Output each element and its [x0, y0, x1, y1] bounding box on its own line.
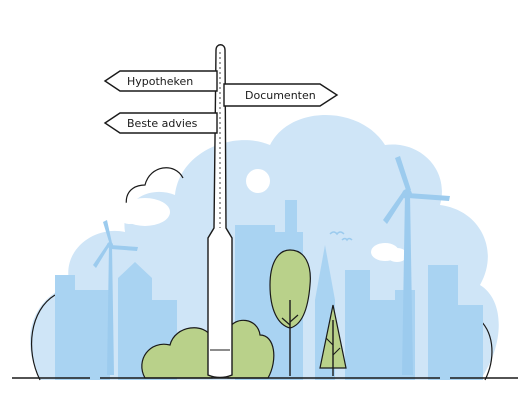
signpost-pole	[207, 44, 233, 379]
sign-documenten-label: Documenten	[245, 89, 316, 102]
sun	[246, 169, 270, 193]
bush-right	[227, 319, 275, 379]
sign-hypotheken-label: Hypotheken	[127, 75, 193, 88]
cloud-puff-left	[118, 198, 170, 226]
cloud-puff-right	[371, 243, 407, 262]
sign-hypotheken: Hypotheken	[103, 70, 218, 92]
sign-beste-advies: Beste advies	[103, 112, 218, 134]
windmill-right	[383, 156, 450, 375]
windmill-left	[93, 220, 138, 375]
tree-pine	[319, 304, 347, 376]
sign-documenten: Documenten	[223, 83, 339, 107]
birds	[329, 231, 353, 242]
sign-beste-advies-label: Beste advies	[127, 117, 198, 130]
tree-round	[269, 249, 311, 376]
